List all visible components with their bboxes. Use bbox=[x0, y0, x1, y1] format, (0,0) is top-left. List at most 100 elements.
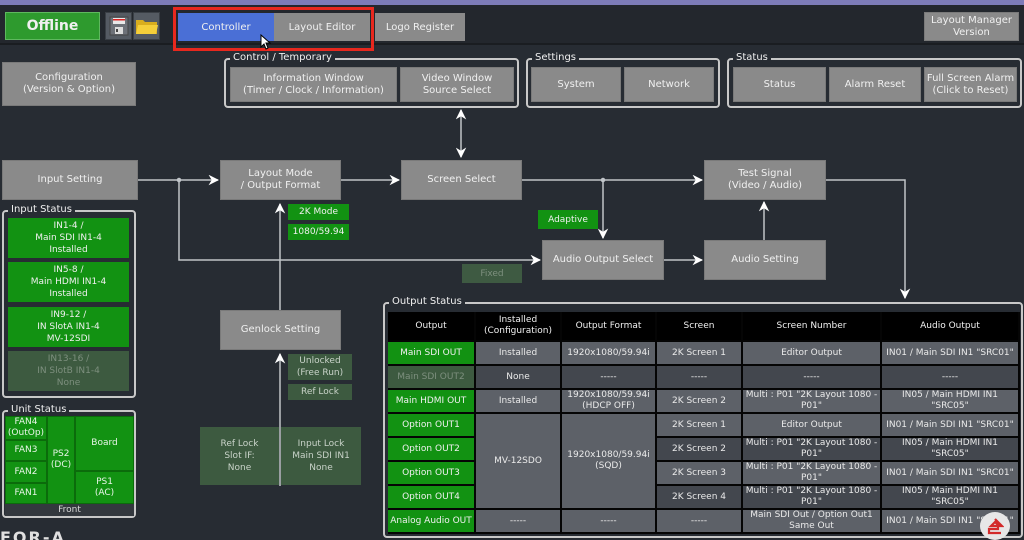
audio-output-cell: IN05 / Main HDMI IN1 "SRC05" bbox=[882, 390, 1018, 412]
screen-number-cell: Editor Output bbox=[743, 342, 880, 364]
output-name-cell[interactable]: Main HDMI OUT bbox=[388, 390, 474, 412]
output-name-cell[interactable]: Option OUT3 bbox=[388, 462, 474, 484]
front-label: Front bbox=[5, 504, 134, 516]
column-header: Installed (Configuration) bbox=[476, 312, 560, 340]
fan3-status: FAN3 bbox=[5, 440, 47, 461]
screen-cell: ----- bbox=[657, 366, 741, 388]
output-name-cell[interactable]: Option OUT2 bbox=[388, 438, 474, 460]
configuration-button[interactable]: Configuration (Version & Option) bbox=[2, 62, 136, 106]
open-folder-icon bbox=[135, 20, 158, 34]
format-cell: 1920x1080/59.94i bbox=[562, 342, 655, 364]
settings-group: Settings bbox=[526, 52, 720, 108]
format-badge: 1080/59.94 bbox=[288, 224, 349, 240]
screen-number-cell: Multi : P01 "2K Layout 1080 - P01" bbox=[743, 462, 880, 484]
screen-number-cell: Multi : P01 "2K Layout 1080 - P01" bbox=[743, 390, 880, 412]
genlock-setting-button[interactable]: Genlock Setting bbox=[220, 310, 341, 350]
audio-output-cell: IN05 / Main HDMI IN1 "SRC05" bbox=[882, 486, 1018, 508]
output-name-cell[interactable]: Option OUT1 bbox=[388, 414, 474, 436]
output-status-table: Output Installed (Configuration) Output … bbox=[388, 312, 1020, 534]
output-name-cell[interactable]: Option OUT4 bbox=[388, 486, 474, 508]
installed-cell: ----- bbox=[476, 510, 560, 532]
status-button[interactable]: Status bbox=[733, 67, 826, 102]
screen-cell: 2K Screen 2 bbox=[657, 390, 741, 412]
input-setting-button[interactable]: Input Setting bbox=[2, 160, 138, 200]
fan1-status: FAN1 bbox=[5, 483, 47, 504]
output-status-group: Output Status bbox=[383, 296, 1023, 538]
layout-manager-version-button[interactable]: Layout Manager Version bbox=[924, 12, 1019, 41]
audio-setting-button[interactable]: Audio Setting bbox=[704, 240, 826, 280]
ref-lock-badge: Ref Lock bbox=[288, 384, 352, 400]
column-header: Audio Output bbox=[882, 312, 1018, 340]
tab-logo-register[interactable]: Logo Register bbox=[375, 13, 465, 41]
save-button[interactable] bbox=[105, 12, 132, 40]
test-signal-button[interactable]: Test Signal (Video / Audio) bbox=[704, 160, 826, 200]
tab-layout-editor[interactable]: Layout Editor bbox=[274, 13, 370, 41]
adaptive-badge: Adaptive bbox=[538, 210, 598, 229]
installed-cell: Installed bbox=[476, 390, 560, 412]
status-group: Status bbox=[727, 52, 1022, 108]
format-cell: 1920x1080/59.94i (HDCP OFF) bbox=[562, 390, 655, 412]
alarm-reset-button[interactable]: Alarm Reset bbox=[829, 67, 921, 102]
audio-output-cell: IN05 / Main HDMI IN1 "SRC05" bbox=[882, 438, 1018, 460]
audio-output-cell: IN01 / Main SDI IN1 "SRC01" bbox=[882, 414, 1018, 436]
group-label: Output Status bbox=[389, 296, 465, 308]
output-name-cell[interactable]: Main SDI OUT bbox=[388, 342, 474, 364]
audio-output-cell: ----- bbox=[882, 366, 1018, 388]
full-screen-alarm-button[interactable]: Full Screen Alarm (Click to Reset) bbox=[924, 67, 1017, 102]
fan2-status: FAN2 bbox=[5, 461, 47, 483]
system-button[interactable]: System bbox=[531, 67, 621, 102]
group-label: Input Status bbox=[8, 204, 75, 216]
column-header: Output Format bbox=[562, 312, 655, 340]
connection-status-button[interactable]: Offline bbox=[5, 12, 100, 40]
column-header: Output bbox=[388, 312, 474, 340]
format-cell: ----- bbox=[562, 510, 655, 532]
board-status: Board bbox=[75, 416, 134, 471]
input-lock-panel: Input Lock Main SDI IN1 None bbox=[281, 427, 361, 485]
output-name-cell[interactable]: Main SDI OUT2 bbox=[388, 366, 474, 388]
save-icon bbox=[109, 16, 128, 36]
screen-cell: ----- bbox=[657, 510, 741, 532]
input-status-group: Input Status bbox=[2, 204, 136, 398]
audio-output-cell: IN01 / Main SDI IN1 "SRC01" bbox=[882, 462, 1018, 484]
screen-cell: 2K Screen 2 bbox=[657, 438, 741, 460]
control-temporary-group: Control / Temporary bbox=[224, 52, 519, 108]
input-status-item[interactable]: IN5-8 / Main HDMI IN1-4 Installed bbox=[8, 262, 129, 302]
ps1-status: PS1 (AC) bbox=[75, 471, 134, 504]
screen-number-cell: Main SDI Out / Option Out1 Same Out bbox=[743, 510, 880, 532]
screen-number-cell: ----- bbox=[743, 366, 880, 388]
mode-badge: 2K Mode bbox=[288, 204, 349, 220]
screen-select-button[interactable]: Screen Select bbox=[401, 160, 522, 200]
ref-lock-panel: Ref Lock Slot IF: None bbox=[200, 427, 279, 485]
brand-badge-icon bbox=[987, 518, 1004, 535]
fan4-status: FAN4 (OutOp) bbox=[5, 416, 47, 440]
video-window-source-select-button[interactable]: Video Window Source Select bbox=[400, 67, 514, 102]
fixed-badge: Fixed bbox=[462, 264, 522, 283]
input-status-item[interactable]: IN1-4 / Main SDI IN1-4 Installed bbox=[8, 218, 129, 258]
group-label: Unit Status bbox=[8, 404, 70, 416]
audio-output-select-button[interactable]: Audio Output Select bbox=[542, 240, 664, 280]
input-status-item[interactable]: IN9-12 / IN SlotA IN1-4 MV-12SDI bbox=[8, 307, 129, 347]
open-button[interactable] bbox=[133, 12, 160, 40]
information-window-button[interactable]: Information Window (Timer / Clock / Info… bbox=[230, 67, 397, 102]
group-label: Control / Temporary bbox=[230, 52, 335, 64]
brand-badge bbox=[980, 512, 1010, 540]
tab-highlight-frame bbox=[173, 7, 374, 51]
window-top-band bbox=[0, 0, 1024, 5]
screen-number-cell: Multi : P01 "2K Layout 1080 - P01" bbox=[743, 486, 880, 508]
toolbar bbox=[0, 5, 1024, 45]
format-cell: ----- bbox=[562, 366, 655, 388]
tab-controller[interactable]: Controller bbox=[178, 13, 274, 41]
option-format-cell: 1920x1080/59.94i (SQD) bbox=[562, 414, 655, 508]
layout-mode-output-format-button[interactable]: Layout Mode / Output Format bbox=[220, 160, 341, 200]
ps2-status: PS2 (DC) bbox=[47, 416, 75, 504]
network-button[interactable]: Network bbox=[624, 67, 714, 102]
unit-status-group: Unit Status bbox=[2, 404, 136, 518]
screen-cell: 2K Screen 3 bbox=[657, 462, 741, 484]
group-label: Settings bbox=[532, 52, 580, 64]
arrow-test-to-output bbox=[826, 179, 911, 300]
column-header: Screen bbox=[657, 312, 741, 340]
unlocked-badge: Unlocked (Free Run) bbox=[288, 354, 352, 380]
output-name-cell[interactable]: Analog Audio OUT bbox=[388, 510, 474, 532]
group-label: Status bbox=[733, 52, 771, 64]
input-status-item[interactable]: IN13-16 / IN SlotB IN1-4 None bbox=[8, 351, 129, 391]
